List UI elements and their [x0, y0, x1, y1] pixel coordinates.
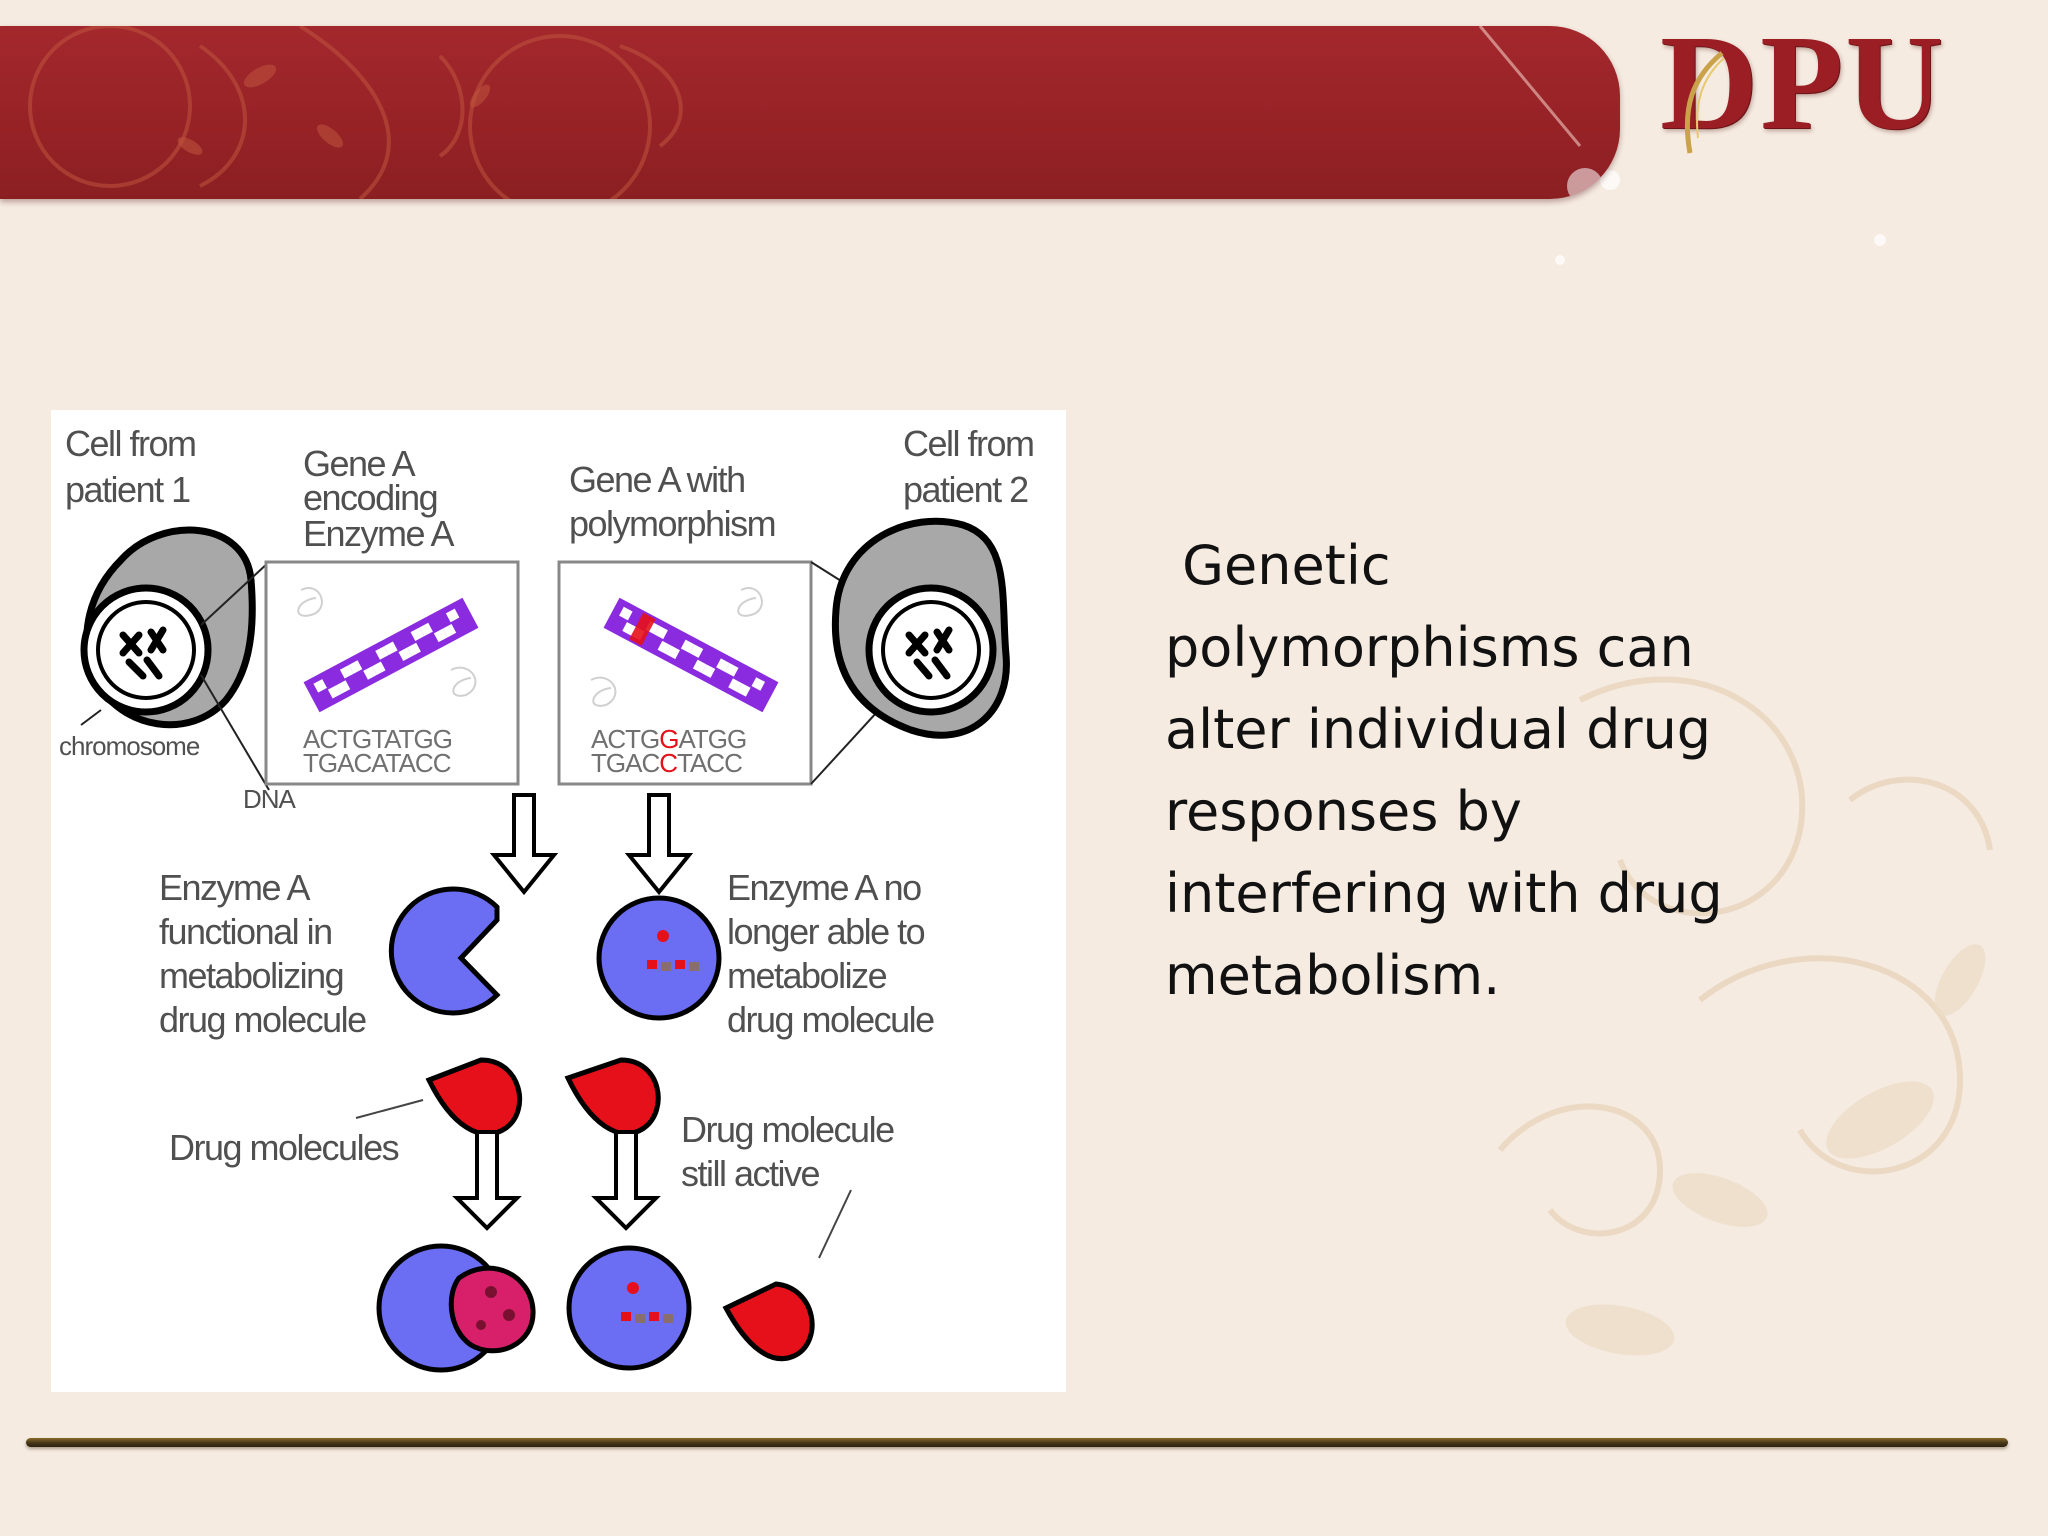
drug-molecules-label: Drug molecules — [169, 1127, 399, 1168]
gene-a-polymorphism-label: Gene A with polymorphism — [569, 459, 775, 544]
cell-patient-2-label: Cell from patient 2 — [903, 423, 1042, 510]
mutation-marker — [629, 612, 656, 646]
gene-box-polymorphism: ACTGGATGG TGACCTACC — [557, 560, 813, 786]
header-band — [0, 26, 1620, 199]
gene-box-normal: ACTGTATGG TGACATACC — [264, 560, 520, 786]
cell-patient-1 — [80, 526, 256, 729]
chromosome-label: chromosome — [59, 731, 200, 761]
pharmacogenetics-diagram: Cell from patient 1 Gene A encoding Enzy… — [51, 410, 1066, 1392]
dna-helix-polymorphism — [603, 597, 779, 713]
logo-swoosh-icon — [1684, 51, 1725, 154]
header-swirl-ornament — [28, 26, 1603, 199]
drug-molecule — [425, 1057, 523, 1137]
arrow-down-icon — [624, 793, 694, 896]
drug-still-active-label: Drug molecule still active — [681, 1109, 902, 1194]
body-line: polymorphisms can — [1165, 616, 1694, 679]
enzyme-drug-complex — [376, 1243, 536, 1373]
sequence-polymorphism-bottom: TGACCTACC — [591, 748, 742, 778]
body-line: responses by — [1165, 780, 1522, 843]
slide-body-text: Genetic polymorphisms can alter individu… — [1165, 525, 1805, 1017]
dpu-logo: DPU — [1660, 8, 1946, 158]
body-line: metabolism. — [1165, 944, 1501, 1007]
arrow-down-icon — [452, 1130, 522, 1231]
footer-divider — [26, 1438, 2008, 1447]
enzyme-a-nonfunctional — [596, 895, 722, 1021]
body-line: alter individual drug — [1165, 698, 1712, 761]
enzyme-a-nonfunctional-bottom — [566, 1245, 692, 1371]
drug-molecule — [564, 1057, 661, 1136]
chromosomes-icon — [905, 626, 953, 680]
sequence-normal-top: ACTGTATGG — [303, 724, 452, 754]
dna-label: DNA — [243, 784, 297, 814]
cell-patient-2 — [831, 517, 1010, 739]
enzyme-not-able-label: Enzyme A no longer able to metabolize dr… — [727, 867, 934, 1040]
gene-a-label: Gene A encoding Enzyme A — [303, 443, 455, 554]
sequence-polymorphism-top: ACTGGATGG — [591, 724, 746, 754]
sequence-normal-bottom: TGACATACC — [303, 748, 451, 778]
enzyme-functional-label: Enzyme A functional in metabolizing drug… — [159, 867, 366, 1040]
arrow-down-icon — [591, 1130, 661, 1231]
body-line: interfering with drug — [1165, 862, 1723, 925]
body-line: Genetic — [1165, 534, 1391, 597]
cell-patient-1-label: Cell from patient 1 — [65, 423, 204, 510]
enzyme-a-functional — [388, 886, 501, 1016]
dna-helix-normal — [303, 597, 479, 713]
arrow-down-icon — [489, 793, 559, 896]
chromosomes-icon — [119, 626, 167, 680]
drug-molecule-active — [722, 1281, 815, 1362]
